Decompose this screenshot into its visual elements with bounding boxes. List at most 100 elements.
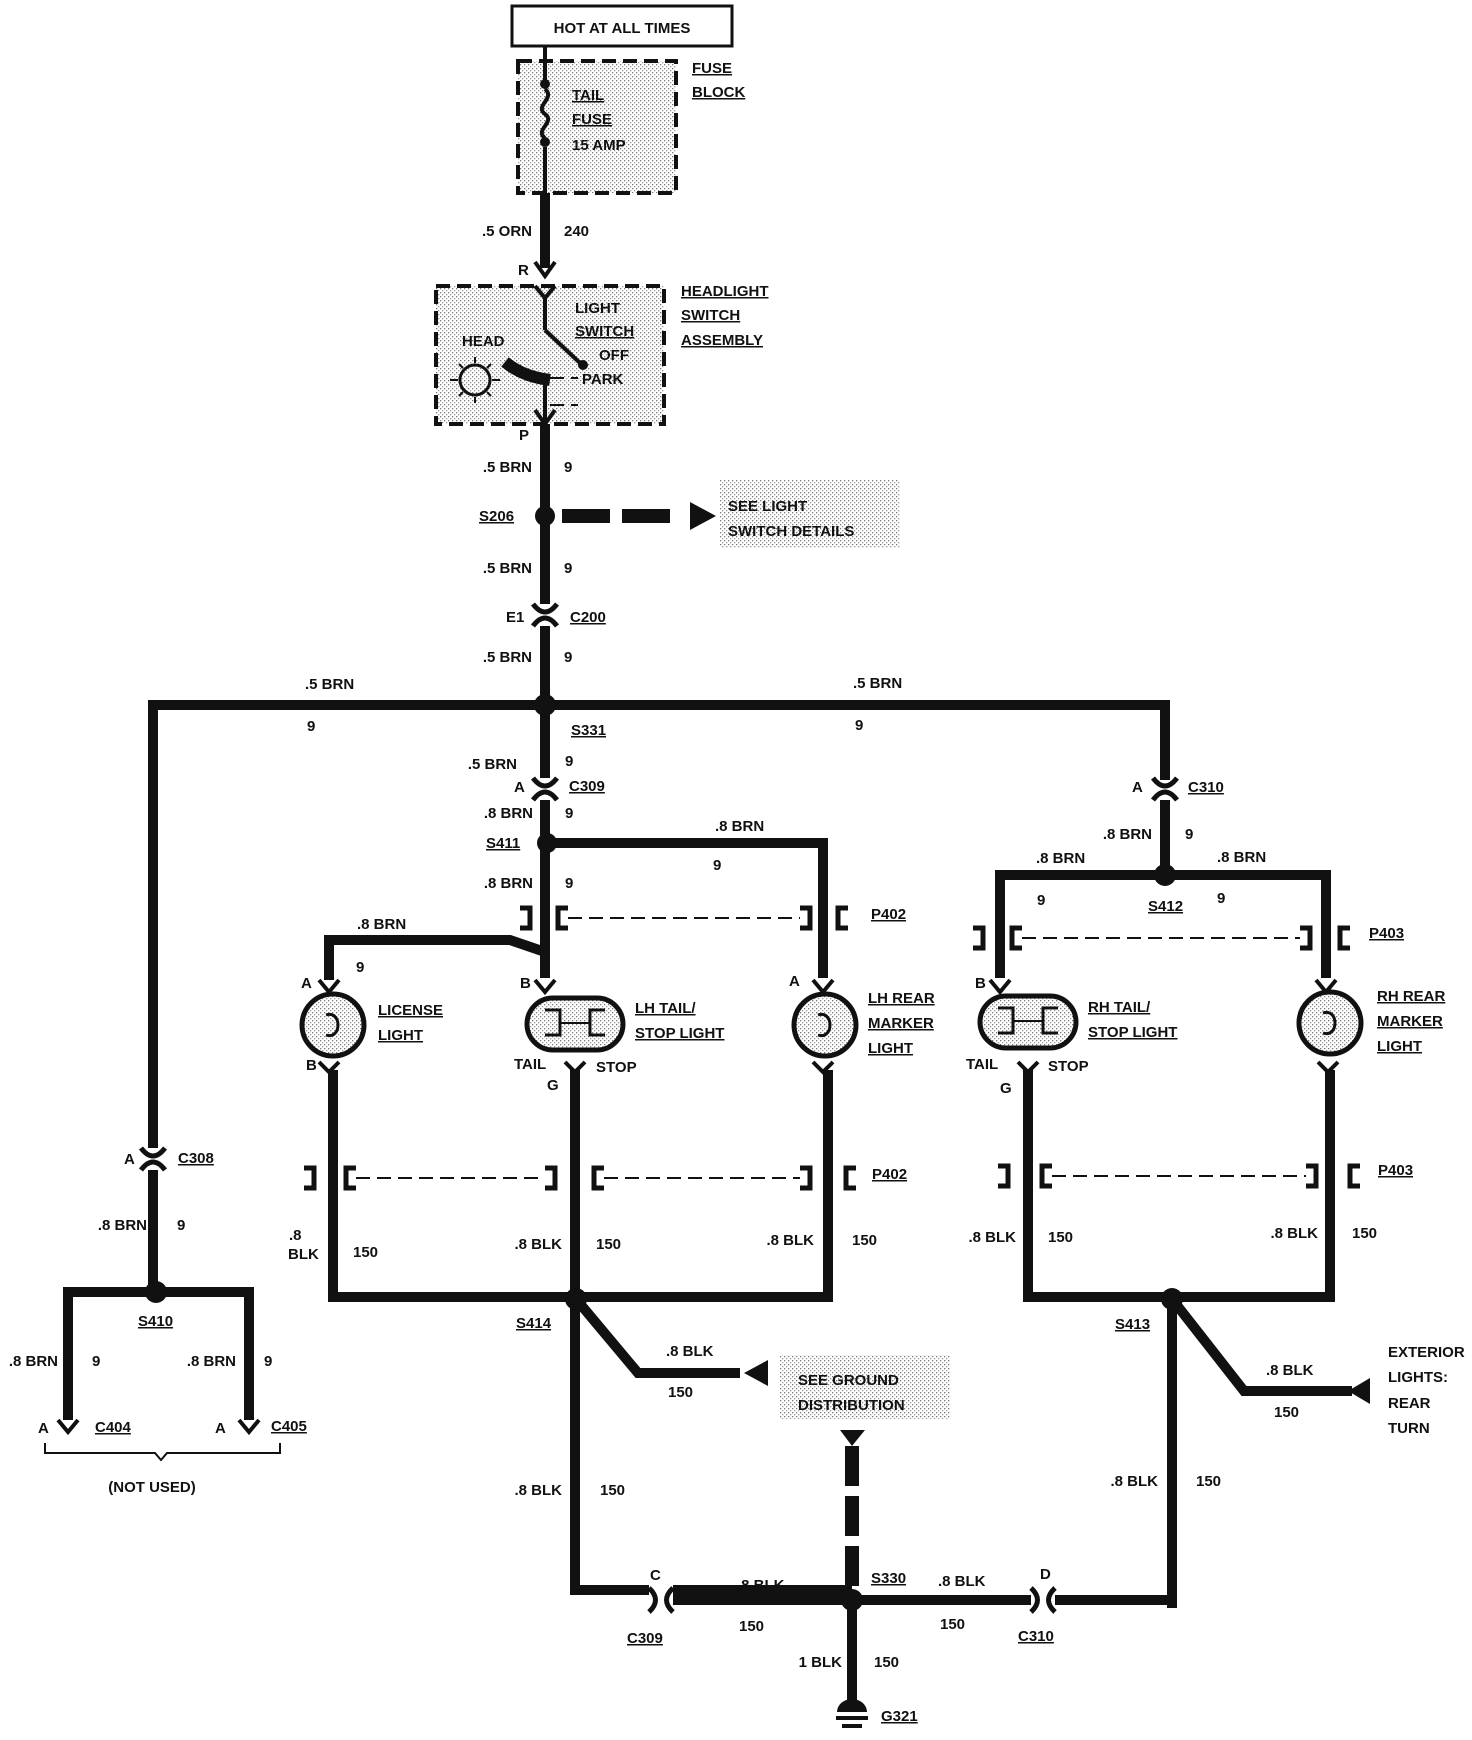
connector-c309-lower-pin: C bbox=[650, 1567, 661, 1584]
fuse-label-tail: TAIL bbox=[572, 87, 604, 104]
connector-p403-lower-label: P403 bbox=[1378, 1162, 1413, 1179]
wire-c309-down-circuit: 9 bbox=[565, 805, 573, 822]
wire-lh-marker-ground-circuit: 150 bbox=[852, 1232, 877, 1249]
ground-icon bbox=[837, 1699, 867, 1712]
light-switch-label-1: LIGHT bbox=[575, 300, 620, 317]
wire-s413-turn-circuit: 150 bbox=[1274, 1404, 1299, 1421]
exterior-label-4: TURN bbox=[1388, 1420, 1430, 1437]
connector-p402-upper-label: P402 bbox=[871, 906, 906, 923]
wire-rh-marker-ground-circuit: 150 bbox=[1352, 1225, 1377, 1242]
license-light: A B LICENSE LIGHT bbox=[299, 975, 443, 1075]
connector-c309-upper-label: C309 bbox=[569, 778, 605, 795]
ground-g321-label: G321 bbox=[881, 1708, 918, 1725]
rh-rear-marker-light: RH REAR MARKER LIGHT bbox=[1296, 978, 1446, 1075]
wire-9-color-1: .5 BRN bbox=[483, 459, 532, 476]
splice-s413-label: S413 bbox=[1115, 1316, 1150, 1333]
exterior-lights-rear-turn-note: EXTERIOR LIGHTS: REAR TURN bbox=[1388, 1344, 1465, 1437]
connector-p403-upper: P403 bbox=[973, 925, 1404, 951]
wire-9-circuit-1: 9 bbox=[564, 459, 572, 476]
headlight-switch-title-1: HEADLIGHT bbox=[681, 283, 769, 300]
wire-s331-left-color: .5 BRN bbox=[305, 676, 354, 693]
splice-s410-label: S410 bbox=[138, 1313, 173, 1330]
wire-s330-left-circuit: 150 bbox=[739, 1618, 764, 1635]
connector-c404-pin: A bbox=[38, 1420, 49, 1437]
wire-s411-right-color: .8 BRN bbox=[715, 818, 764, 835]
light-switch-label-2: SWITCH bbox=[575, 323, 634, 340]
lh-marker-title-1: LH REAR bbox=[868, 990, 935, 1007]
connector-p402-upper: P402 bbox=[520, 905, 906, 931]
wire-license-feed: .8 BRN 9 bbox=[324, 916, 547, 980]
lh-tail-pin-b: B bbox=[520, 975, 531, 992]
connector-c309-lower-label: C309 bbox=[627, 1630, 663, 1647]
wire-license-circuit: 9 bbox=[356, 959, 364, 976]
splice-s331-label: S331 bbox=[571, 722, 606, 739]
fuse-block-title-1: FUSE bbox=[692, 60, 732, 77]
lh-ground-wires: S414 .8 BLK 150 .8 BLK 150 .8 BLK 150 .8… bbox=[288, 1070, 877, 1590]
wire-240-color: .5 ORN bbox=[482, 223, 532, 240]
rh-tail-stop-light: B TAIL STOP G RH TAIL/ STOP LIGHT bbox=[966, 975, 1177, 1097]
connector-c309-upper-pin: A bbox=[514, 779, 525, 796]
lh-tail-title-1: LH TAIL/ bbox=[635, 1000, 696, 1017]
wire-c310-down-color: .8 BRN bbox=[1103, 826, 1152, 843]
wire-s330-left-color: .8 BLK bbox=[737, 1577, 785, 1594]
splice-s411: S411 .8 BRN 9 .8 BRN 9 bbox=[484, 818, 828, 978]
connector-c200-pin: E1 bbox=[506, 609, 524, 626]
splice-s331: S331 .5 BRN 9 .5 BRN 9 .5 BRN 9 bbox=[148, 675, 1170, 1148]
not-used-label: (NOT USED) bbox=[108, 1479, 196, 1496]
wire-s331-down-color: .5 BRN bbox=[468, 756, 517, 773]
wire-s330-right-circuit: 150 bbox=[940, 1616, 965, 1633]
wire-9-color-3: .5 BRN bbox=[483, 649, 532, 666]
wire-s410-right-color: .8 BRN bbox=[187, 1353, 236, 1370]
wire-s410-left-circuit: 9 bbox=[92, 1353, 100, 1370]
splice-s206-label: S206 bbox=[479, 508, 514, 525]
connector-c310-upper-pin: A bbox=[1132, 779, 1143, 796]
wire-s412-right-color: .8 BRN bbox=[1217, 849, 1266, 866]
splice-s414-label: S414 bbox=[516, 1315, 552, 1332]
splice-s206: S206 bbox=[479, 502, 716, 530]
headlight-switch-terminal-r: R bbox=[518, 262, 529, 279]
lh-tail-tail-label: TAIL bbox=[514, 1056, 546, 1073]
wire-s410-right-circuit: 9 bbox=[264, 1353, 272, 1370]
connector-c310-lower-pin: D bbox=[1040, 1566, 1051, 1583]
wire-s413-turn-color: .8 BLK bbox=[1266, 1362, 1314, 1379]
fuse-label-fuse: FUSE bbox=[572, 111, 612, 128]
see-ground-label-2: DISTRIBUTION bbox=[798, 1397, 905, 1414]
rh-tail-pin-b: B bbox=[975, 975, 986, 992]
connector-c310-upper-label: C310 bbox=[1188, 779, 1224, 796]
lh-tail-stop-label: STOP bbox=[596, 1059, 637, 1076]
connector-c310-lower-label: C310 bbox=[1018, 1628, 1054, 1645]
license-light-pin-b: B bbox=[306, 1057, 317, 1074]
wire-s331-right-color: .5 BRN bbox=[853, 675, 902, 692]
connector-p403-lower: P403 bbox=[998, 1162, 1413, 1189]
wire-c308-down-circuit: 9 bbox=[177, 1217, 185, 1234]
fuse-block-title-2: BLOCK bbox=[692, 84, 745, 101]
connector-p403-upper-label: P403 bbox=[1369, 925, 1404, 942]
off-position-label: OFF bbox=[599, 347, 629, 364]
wire-240-circuit: 240 bbox=[564, 223, 589, 240]
see-light-switch-details-note: SEE LIGHT SWITCH DETAILS bbox=[720, 480, 900, 548]
wire-s412-left-circuit: 9 bbox=[1037, 892, 1045, 909]
connector-c200: E1 C200 bbox=[506, 602, 606, 628]
rh-marker-title-2: MARKER bbox=[1377, 1013, 1443, 1030]
connector-c308-pin: A bbox=[124, 1151, 135, 1168]
see-light-switch-label-1: SEE LIGHT bbox=[728, 498, 807, 515]
headlight-switch-title-3: ASSEMBLY bbox=[681, 332, 763, 349]
lh-rear-marker-light: A LH REAR MARKER LIGHT bbox=[789, 973, 935, 1075]
license-light-title-2: LIGHT bbox=[378, 1027, 423, 1044]
wire-s412-right-circuit: 9 bbox=[1217, 890, 1225, 907]
ground-g321: G321 bbox=[836, 1699, 918, 1728]
splice-s410: S410 .8 BRN 9 .8 BRN 9 A C404 A C405 (NO… bbox=[9, 1281, 307, 1496]
headlight-switch-title-2: SWITCH bbox=[681, 307, 740, 324]
wire-s411-right-circuit: 9 bbox=[713, 857, 721, 874]
connector-c308-label: C308 bbox=[178, 1150, 214, 1167]
wire-s412-left-color: .8 BRN bbox=[1036, 850, 1085, 867]
rh-tail-title-1: RH TAIL/ bbox=[1088, 999, 1151, 1016]
connector-c309-lower: C C309 bbox=[627, 1567, 675, 1647]
wire-lh-marker-ground-color: .8 BLK bbox=[766, 1232, 814, 1249]
splice-s412: S412 .8 BRN 9 .8 BRN 9 bbox=[995, 849, 1331, 978]
connector-c405-label: C405 bbox=[271, 1418, 307, 1435]
wire-license-ground-color-2: BLK bbox=[288, 1246, 319, 1263]
wire-240-orn: .5 ORN 240 R bbox=[482, 193, 589, 280]
connector-c308: A C308 .8 BRN 9 bbox=[98, 1146, 214, 1292]
